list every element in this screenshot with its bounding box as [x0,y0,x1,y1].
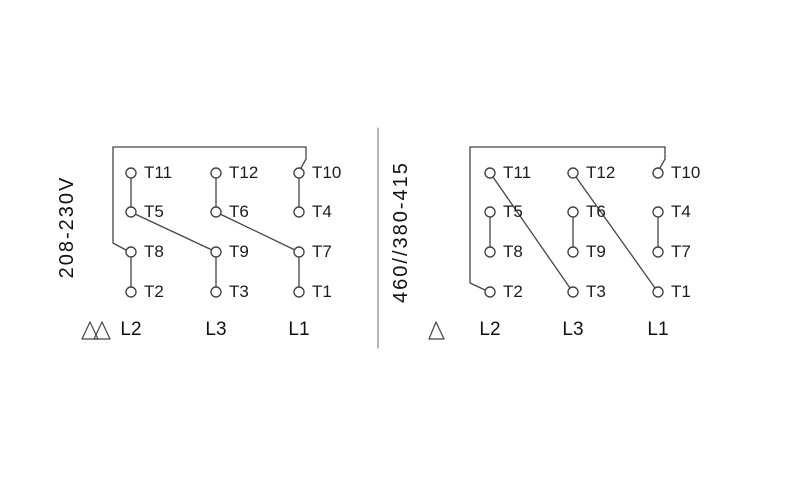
right-terminal-circle-t5 [484,206,496,218]
right-line-label-l2: L2 [479,319,501,340]
right-bus-drop-to-t2 [469,146,486,291]
right-line-label-l3: L3 [562,319,584,340]
left-terminal-circle-t12 [210,167,222,179]
left-terminal-label-t12: T12 [229,163,259,182]
right-terminal-circle-t2 [484,286,496,298]
right-terminal-label-t4: T4 [671,202,691,221]
left-terminal-label-t4: T4 [312,202,332,221]
left-terminal-circle-t2 [125,286,137,298]
double-delta-icon [81,321,111,340]
right-line-label-l1: L1 [647,319,669,340]
right-terminal-label-t8: T8 [503,242,523,261]
left-terminal-label-t2: T2 [144,282,164,301]
left-terminal-circle-t8 [125,246,137,258]
right-terminal-label-t12: T12 [586,163,616,182]
right-terminal-circle-t9 [567,246,579,258]
right-link-t11-t3 [492,176,571,289]
left-diagram-terminals [125,167,305,298]
left-terminal-label-t3: T3 [229,282,249,301]
left-line-label-l1: L1 [288,319,310,340]
right-terminal-label-t9: T9 [586,242,606,261]
left-line-label-l3: L3 [205,319,227,340]
left-terminal-label-t5: T5 [144,202,164,221]
left-line-label-l2: L2 [120,319,142,340]
left-terminal-label-t9: T9 [229,242,249,261]
delta-triangle-2 [93,321,111,340]
right-diagram-wiring [469,146,666,291]
left-terminal-circle-t4 [293,206,305,218]
left-terminal-circle-t6 [210,206,222,218]
right-terminal-label-t11: T11 [503,163,532,182]
right-terminal-label-t3: T3 [586,282,606,301]
left-terminal-circle-t10 [293,167,305,179]
left-terminal-label-t8: T8 [144,242,164,261]
right-terminal-circle-t8 [484,246,496,258]
left-terminal-circle-t5 [125,206,137,218]
right-terminal-circle-t6 [567,206,579,218]
left-link-t6-t7 [219,213,296,251]
delta-icon [428,321,445,340]
right-terminal-label-t1: T1 [671,282,691,301]
left-terminal-circle-t1 [293,286,305,298]
left-terminal-label-t7: T7 [312,242,332,261]
right-terminal-circle-t3 [567,286,579,298]
delta-triangle-1 [81,321,99,340]
right-terminal-label-t6: T6 [586,202,606,221]
right-diagram-terminals [484,167,664,298]
high-voltage-label: 460//380-415 [390,161,412,303]
low-voltage-label: 208-230V [56,175,78,279]
left-diagram-wiring [112,146,307,288]
right-terminal-label-t2: T2 [503,282,523,301]
left-terminal-label-t1: T1 [312,282,332,301]
left-terminal-circle-t7 [293,246,305,258]
left-terminal-circle-t9 [210,246,222,258]
right-terminal-circle-t1 [652,286,664,298]
right-terminal-circle-t4 [652,206,664,218]
right-terminal-circle-t7 [652,246,664,258]
right-terminal-circle-t11 [484,167,496,179]
right-terminal-label-t7: T7 [671,242,691,261]
right-terminal-label-t5: T5 [503,202,523,221]
left-terminal-circle-t3 [210,286,222,298]
delta-triangle [428,321,445,340]
left-bus-drop-to-t10 [300,146,307,169]
right-terminal-circle-t12 [567,167,579,179]
left-link-t5-t9 [134,213,213,251]
left-terminal-label-t11: T11 [144,163,173,182]
right-terminal-label-t10: T10 [671,163,701,182]
left-bus-drop-to-t8 [112,146,127,251]
right-terminal-circle-t10 [652,167,664,179]
left-terminal-circle-t11 [125,167,137,179]
left-terminal-label-t6: T6 [229,202,249,221]
right-link-t12-t1 [575,176,656,289]
right-bus-drop-to-t10 [659,146,666,169]
left-terminal-label-t10: T10 [312,163,342,182]
